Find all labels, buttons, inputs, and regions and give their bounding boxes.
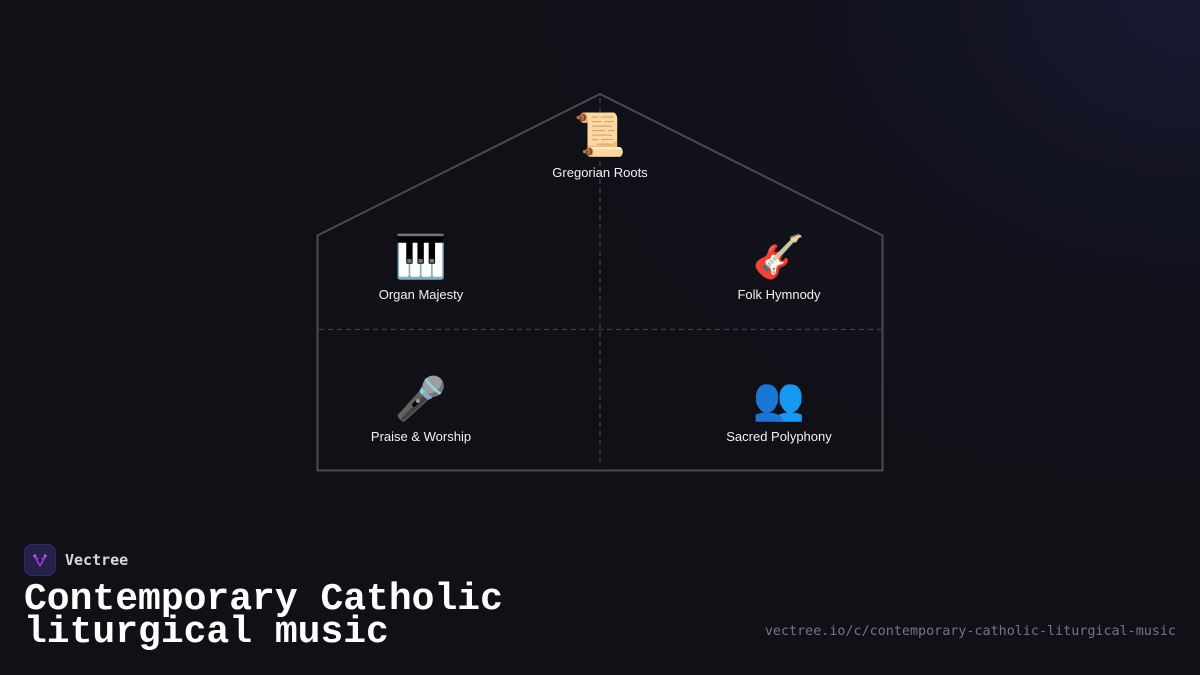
node-label: Sacred Polyphony [726,429,832,444]
brand-name: Vectree [65,551,129,569]
node-label: Praise & Worship [370,429,472,444]
house-outline [316,92,884,472]
people-icon: 👥 [752,377,806,423]
node-folk-hymnody[interactable]: 🎸 Folk Hymnody [689,233,869,302]
microphone-icon: 🎤 [394,377,448,423]
node-gregorian-roots[interactable]: 📜 Gregorian Roots [510,111,690,180]
brand[interactable]: Vectree [24,544,128,576]
node-sacred-polyphony[interactable]: 👥 Sacred Polyphony [689,375,869,444]
node-label: Organ Majesty [378,287,464,302]
brand-logo [24,544,56,576]
branching-tree-icon [33,554,47,567]
guitar-icon: 🎸 [752,235,806,281]
node-label: Folk Hymnody [737,287,821,302]
page-url[interactable]: vectree.io/c/contemporary-catholic-litur… [764,624,1176,639]
page-title: Contemporary Catholic liturgical music [24,578,503,654]
piano-keys-icon: 🎹 [394,235,448,281]
node-organ-majesty[interactable]: 🎹 Organ Majesty [331,233,511,302]
node-label: Gregorian Roots [552,165,648,180]
scroll-icon: 📜 [573,113,627,159]
node-praise-worship[interactable]: 🎤 Praise & Worship [331,375,511,444]
